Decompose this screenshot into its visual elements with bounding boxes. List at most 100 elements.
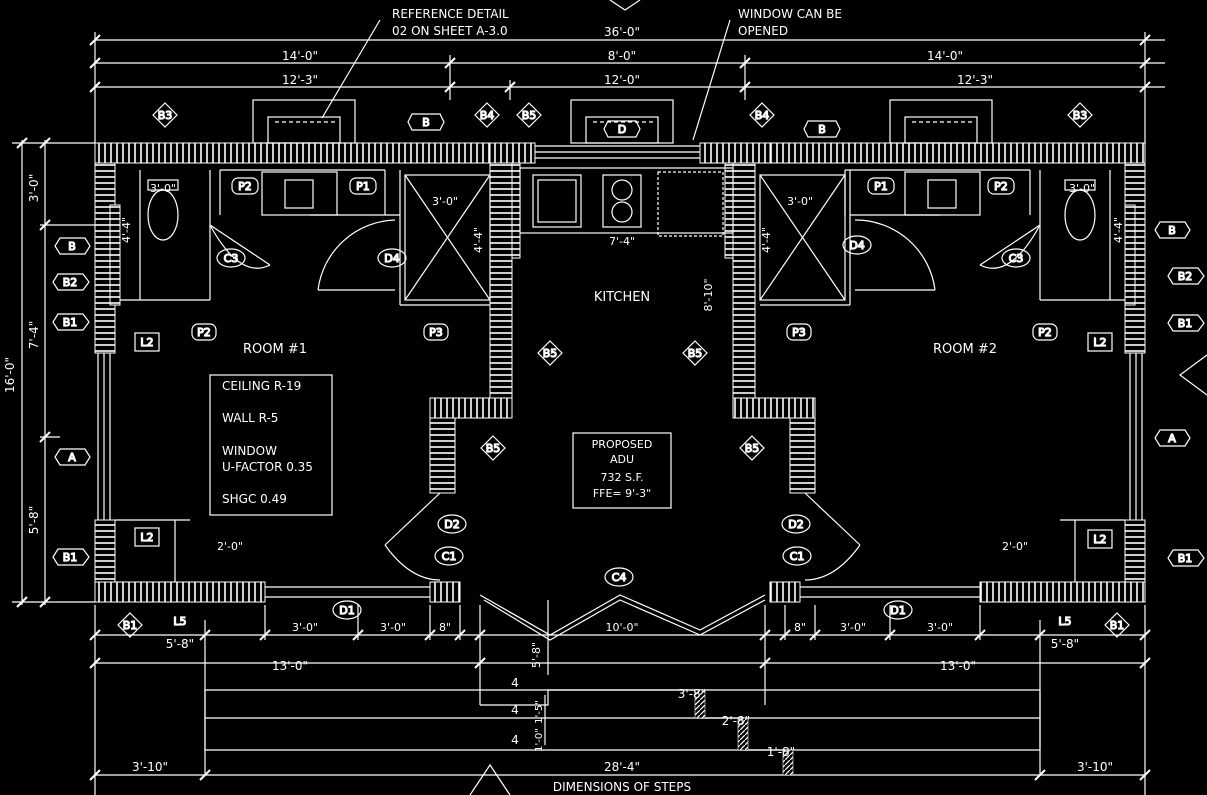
step-tread-2: 2'-8": [722, 714, 750, 728]
hatched-partitions: [109, 162, 1136, 494]
tag-b1-left-lower: B1: [52, 548, 90, 566]
svg-text:B: B: [1168, 224, 1176, 237]
tag-b2-left: B2: [52, 273, 90, 291]
svg-text:B2: B2: [63, 276, 78, 289]
note-window-opened-2: OPENED: [738, 24, 788, 38]
dim-right-wing: 14'-0": [927, 49, 963, 63]
svg-text:P1: P1: [356, 180, 370, 193]
dim-bottom-center: 10'-0": [605, 621, 638, 634]
tag-p3-left: P3: [423, 323, 449, 341]
tag-p2-left-lower: P2: [191, 323, 217, 341]
svg-text:B3: B3: [1073, 109, 1088, 122]
tag-b-left: B: [407, 113, 445, 131]
svg-text:B: B: [818, 123, 826, 136]
dim-window-right: 2'-0": [1002, 540, 1028, 553]
dim-toilet-depth-left: 4'-4": [120, 217, 133, 243]
proposed-line-4: FFE= 9'-3": [593, 487, 651, 500]
svg-text:B3: B3: [158, 109, 173, 122]
dim-toilet-clear-left: 3'-0": [150, 182, 176, 195]
tag-b5-lower-left: B5: [480, 435, 506, 461]
svg-text:D1: D1: [339, 604, 354, 617]
tag-p2-right: P2: [987, 177, 1015, 195]
svg-text:L5: L5: [173, 615, 186, 628]
svg-text:L2: L2: [140, 531, 153, 544]
svg-text:B1: B1: [63, 551, 78, 564]
svg-text:B1: B1: [1178, 552, 1193, 565]
dim-bottom-3b: 3'-0": [380, 621, 406, 634]
tag-c3-left: C3: [216, 248, 246, 268]
dim-center-interior: 12'-0": [604, 73, 640, 87]
tag-b4-left: B4: [474, 102, 500, 128]
svg-text:B1: B1: [1178, 317, 1193, 330]
tag-b1-right-upper: B1: [1167, 314, 1205, 332]
dim-bottom-3a: 3'-0": [292, 621, 318, 634]
svg-text:C3: C3: [224, 252, 239, 265]
svg-text:A: A: [68, 451, 76, 464]
dim-shower-depth-right: 4'-4": [760, 227, 773, 253]
dim-right-interior: 12'-3": [957, 73, 993, 87]
dim-room-depth: 7'-4": [27, 321, 41, 349]
dim-front-depth: 5'-8": [27, 506, 41, 534]
tag-b1-left-upper: B1: [52, 313, 90, 331]
steps-title: DIMENSIONS OF STEPS: [553, 780, 691, 794]
dim-shower-right: 3'-0": [787, 195, 813, 208]
dim-window-left: 2'-0": [217, 540, 243, 553]
dim-kitchen-counter: 7'-4": [609, 235, 635, 248]
svg-text:P1: P1: [874, 180, 888, 193]
step-rise-dim-2: 1'-0": [534, 728, 545, 752]
dim-bottom-8a: 8": [439, 621, 451, 634]
step-tread-3: 1'-8": [767, 745, 795, 759]
svg-text:B1: B1: [123, 619, 138, 632]
tag-l2-left-upper: L2: [134, 332, 160, 352]
tag-b2-right: B2: [1167, 267, 1205, 285]
tag-d2-left: D2: [437, 514, 467, 534]
svg-text:B5: B5: [688, 347, 703, 360]
tag-b4-right: B4: [749, 102, 775, 128]
dim-right-run: 13'-0": [940, 659, 976, 673]
proposed-line-3: 732 S.F.: [600, 471, 643, 484]
dim-shower-depth-left: 4'-4": [472, 227, 485, 253]
proposed-line-2: ADU: [610, 453, 634, 466]
dim-left-interior: 12'-3": [282, 73, 318, 87]
left-dimensions: [12, 137, 95, 608]
room-2-label: ROOM #2: [933, 342, 997, 357]
tag-a-right: A: [1154, 429, 1191, 447]
energy-spec-box: [209, 374, 333, 516]
bottom-dimensions: [89, 600, 1151, 795]
exterior-walls: [94, 142, 1146, 603]
dim-stair-rise: 5'-8": [530, 642, 543, 668]
fixtures: [147, 99, 1096, 301]
spec-wall: WALL R-5: [222, 411, 278, 425]
svg-text:B2: B2: [1178, 270, 1193, 283]
svg-text:C1: C1: [790, 550, 805, 563]
kitchen-label: KITCHEN: [594, 290, 650, 305]
spec-window: WINDOW: [222, 444, 277, 458]
tag-a-left: A: [54, 448, 91, 466]
svg-text:B1: B1: [63, 316, 78, 329]
tag-l2-right-lower: L2: [1087, 529, 1113, 549]
tag-p1-left: P1: [349, 177, 377, 195]
svg-text:B5: B5: [543, 347, 558, 360]
tag-b3-left: B3: [152, 102, 178, 128]
tag-d: D: [603, 120, 641, 138]
svg-text:C3: C3: [1009, 252, 1024, 265]
note-reference-detail-2: 02 ON SHEET A-3.0: [392, 24, 508, 38]
dim-bottom-3d: 3'-0": [927, 621, 953, 634]
dim-center-bay: 8'-0": [608, 49, 636, 63]
svg-text:D1: D1: [890, 604, 905, 617]
tag-b5-lower-right: B5: [739, 435, 765, 461]
proposed-area-box: [572, 432, 672, 509]
svg-text:L5: L5: [1058, 615, 1071, 628]
dim-bottom-3c: 3'-0": [840, 621, 866, 634]
room-1-label: ROOM #1: [243, 342, 307, 357]
compass-marker: [1178, 354, 1207, 396]
step-rise-dim-1: 1'-5": [534, 700, 545, 724]
tag-b1-bottom-right: B1: [1104, 612, 1130, 638]
tag-d1-left: D1: [332, 600, 362, 620]
svg-text:B5: B5: [522, 109, 537, 122]
step-tread-1: 3'-8": [678, 687, 706, 701]
interior-walls: [115, 169, 1125, 582]
svg-text:P2: P2: [994, 180, 1008, 193]
dim-left-run: 13'-0": [272, 659, 308, 673]
dim-overall-width: 36'-0": [604, 25, 640, 39]
